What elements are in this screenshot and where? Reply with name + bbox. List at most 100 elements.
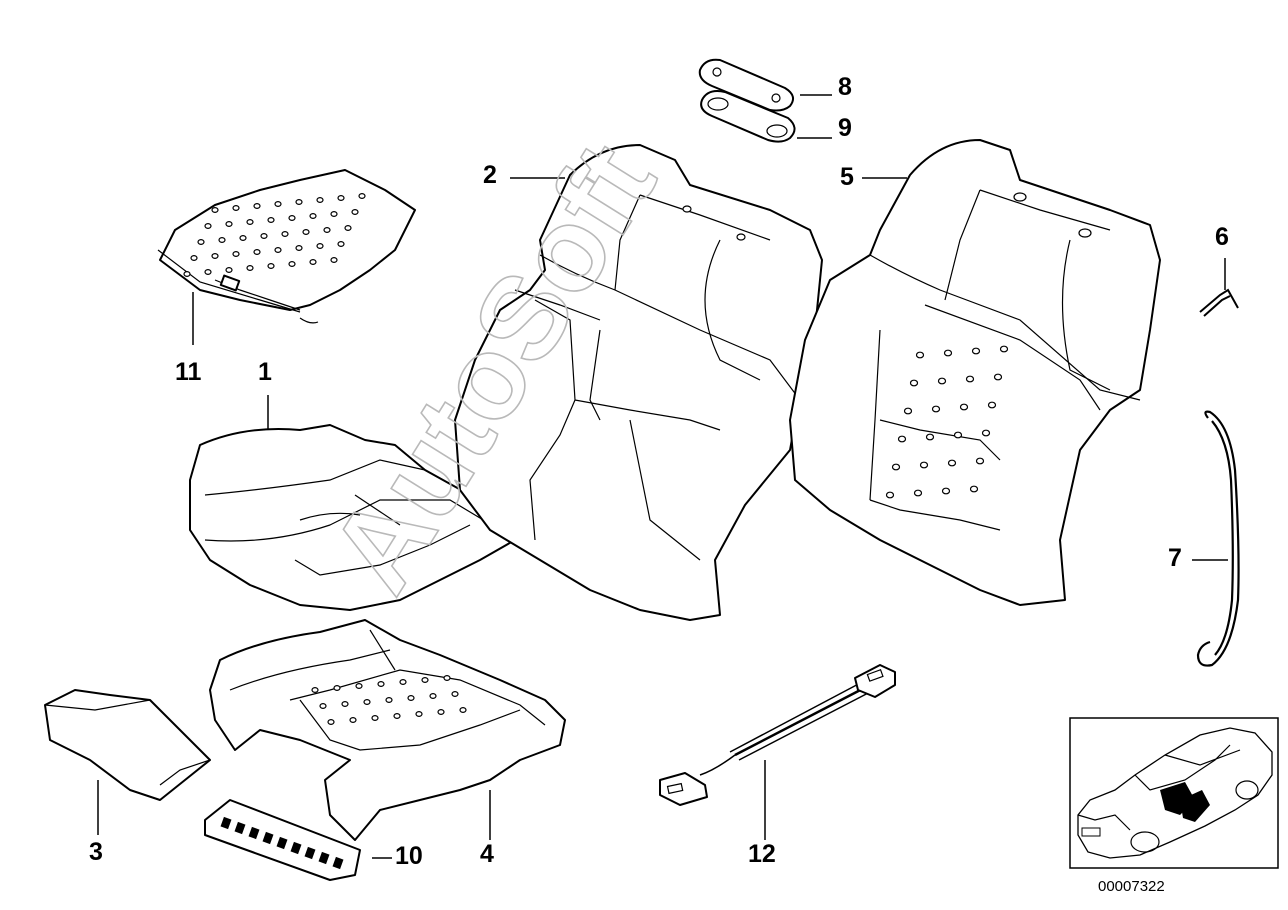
callout-12: 12: [748, 840, 776, 868]
bracket-slot: [234, 821, 246, 835]
clip-part-6[interactable]: [1199, 288, 1239, 317]
pad-hole: [429, 692, 437, 699]
foam-hole: [903, 407, 913, 415]
backrest-cover-part-2[interactable]: [454, 144, 823, 621]
cap-part-9[interactable]: [700, 90, 796, 143]
callout-6: 6: [1215, 223, 1229, 251]
callout-1: 1: [258, 358, 272, 386]
mat-hole: [316, 243, 324, 250]
pad-hole: [319, 702, 327, 709]
mat-hole: [274, 201, 282, 208]
foam-hole: [937, 377, 947, 385]
foam-hole: [915, 351, 925, 359]
mat-hole: [211, 253, 219, 260]
front-trim-panel-part-3[interactable]: [44, 689, 211, 801]
pad-hole: [451, 690, 459, 697]
foam-hole: [913, 489, 923, 497]
mat-hole: [253, 249, 261, 256]
foam-hole: [999, 345, 1009, 353]
mat-hole: [190, 255, 198, 262]
pad-hole: [341, 700, 349, 707]
mat-hole: [246, 219, 254, 226]
seat-cover-part-1[interactable]: [189, 424, 516, 611]
wire-part-7[interactable]: [1196, 410, 1240, 667]
pad-hole: [333, 684, 341, 691]
mat-hole: [344, 225, 352, 232]
mat-hole: [351, 209, 359, 216]
diagram-reference-number: 00007322: [1098, 878, 1165, 895]
pad-hole: [349, 716, 357, 723]
foam-hole: [941, 487, 951, 495]
mat-hole: [218, 237, 226, 244]
mat-hole: [197, 239, 205, 246]
mat-hole: [211, 207, 219, 214]
bracket-slot: [290, 841, 302, 855]
mat-hole: [246, 265, 254, 272]
callout-3: 3: [89, 838, 103, 866]
mat-hole: [309, 259, 317, 266]
foam-hole: [931, 405, 941, 413]
foam-hole: [981, 429, 991, 437]
bracket-part-10[interactable]: [204, 799, 361, 881]
callout-11: 11: [175, 358, 202, 386]
pad-hole: [363, 698, 371, 705]
mat-hole: [330, 211, 338, 218]
foam-hole: [971, 347, 981, 355]
cap-part-8[interactable]: [698, 58, 795, 112]
callout-7: 7: [1168, 544, 1182, 572]
mat-hole: [225, 221, 233, 228]
callout-4: 4: [480, 840, 494, 868]
mat-hole: [267, 217, 275, 224]
mat-hole: [267, 263, 275, 270]
mat-hole: [295, 245, 303, 252]
foam-hole: [975, 457, 985, 465]
foam-hole: [993, 373, 1003, 381]
pad-hole: [437, 708, 445, 715]
mat-hole: [288, 215, 296, 222]
foam-hole: [969, 485, 979, 493]
pad-hole: [311, 686, 319, 693]
foam-hole: [925, 433, 935, 441]
mat-hole: [253, 203, 261, 210]
backrest-foam-part-5[interactable]: [789, 139, 1161, 606]
foam-hole: [891, 463, 901, 471]
pad-hole: [421, 676, 429, 683]
pad-hole: [385, 696, 393, 703]
mat-hole: [295, 199, 303, 206]
bracket-slot: [332, 856, 344, 870]
mat-hole: [337, 241, 345, 248]
foam-hole: [953, 431, 963, 439]
pad-hole: [415, 710, 423, 717]
callout-8: 8: [838, 73, 852, 101]
mat-hole: [302, 229, 310, 236]
pad-hole: [327, 718, 335, 725]
pad-hole: [355, 682, 363, 689]
bracket-slot: [304, 846, 316, 860]
pad-hole: [459, 706, 467, 713]
heating-mat-part-11[interactable]: [157, 169, 416, 324]
mat-hole: [204, 223, 212, 230]
mat-hole: [330, 257, 338, 264]
mat-hole: [316, 197, 324, 204]
pad-hole: [393, 712, 401, 719]
cable-harness-part-12[interactable]: [659, 664, 896, 806]
foam-hole: [943, 349, 953, 357]
bracket-slot: [318, 851, 330, 865]
seat-foam-pad-part-4[interactable]: [209, 619, 566, 841]
bracket-slot: [220, 816, 232, 830]
foam-hole: [987, 401, 997, 409]
mat-hole: [337, 195, 345, 202]
foam-hole: [947, 459, 957, 467]
mat-hole: [274, 247, 282, 254]
callout-5: 5: [840, 163, 854, 191]
foam-hole: [959, 403, 969, 411]
pad-hole: [377, 680, 385, 687]
mat-hole: [204, 269, 212, 276]
bracket-slot: [262, 831, 274, 845]
foam-hole: [909, 379, 919, 387]
car-locator-inset: [1069, 717, 1279, 869]
foam-hole: [897, 435, 907, 443]
mat-hole: [281, 231, 289, 238]
mat-hole: [183, 271, 191, 278]
